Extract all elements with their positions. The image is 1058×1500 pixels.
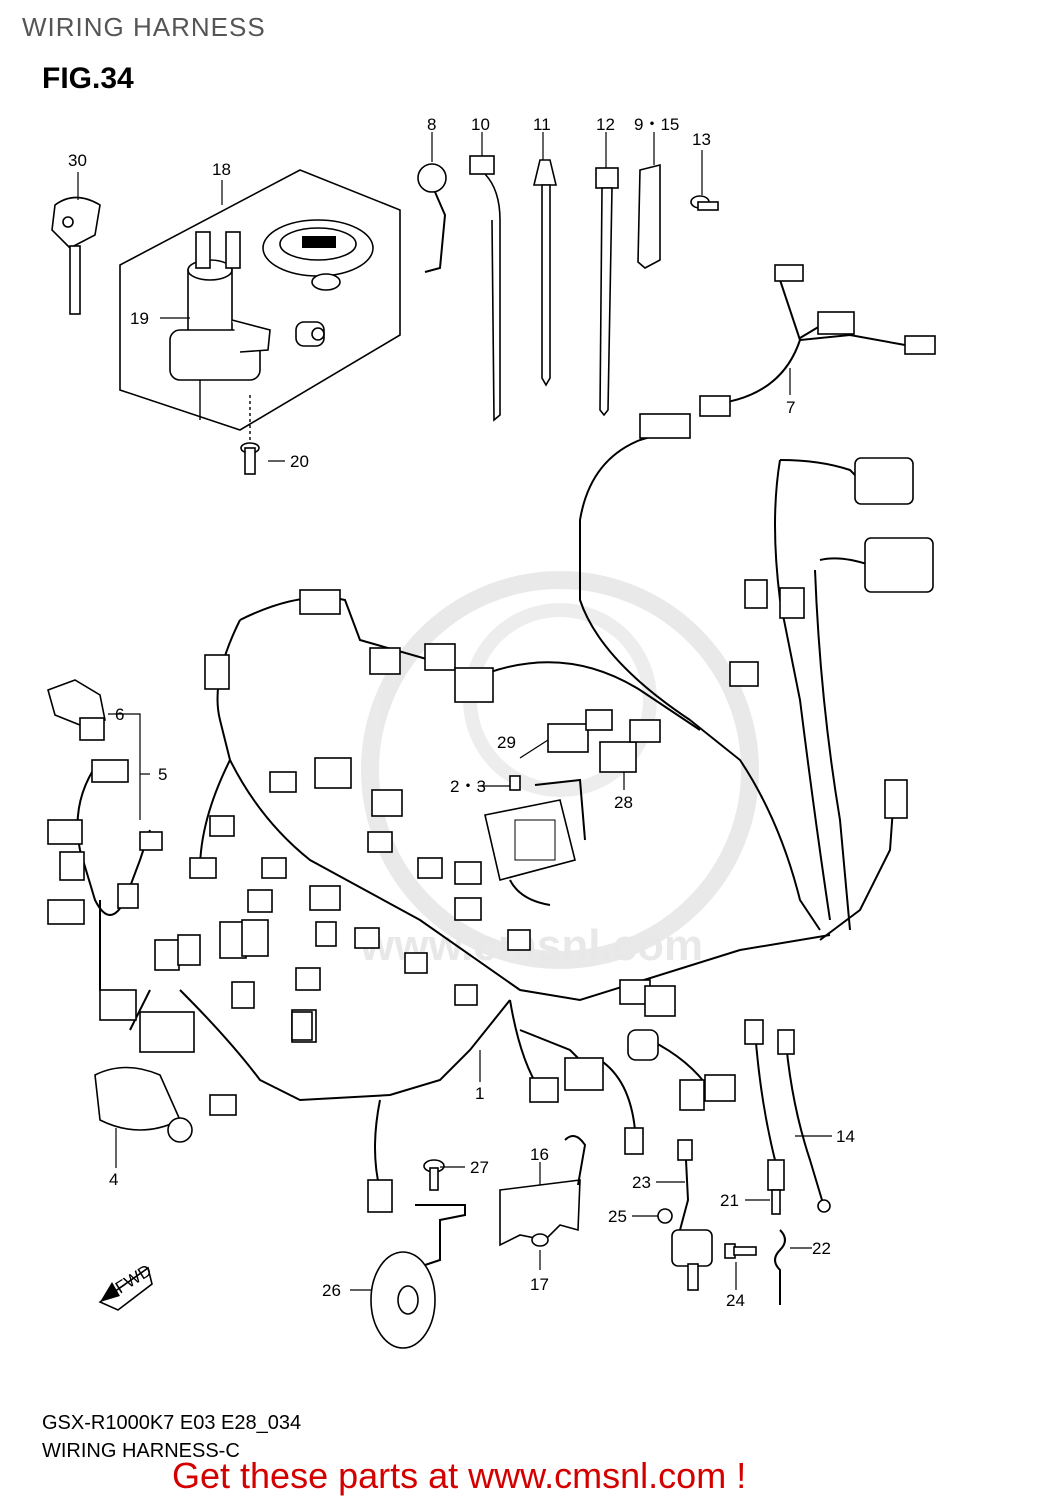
callout-29: 29 — [497, 733, 516, 752]
diagram-name: WIRING HARNESS-C — [42, 1440, 240, 1462]
callout-7: 7 — [786, 398, 795, 417]
sensor-21 — [744, 1019, 785, 1215]
screw-20 — [240, 395, 260, 475]
callout-21: 21 — [720, 1191, 739, 1210]
callout-12: 12 — [596, 115, 615, 134]
connector-29 — [547, 723, 589, 753]
switch-23 — [671, 1139, 713, 1291]
callout-17: 17 — [530, 1275, 549, 1294]
callout-16: 16 — [530, 1145, 549, 1164]
callouts: 30 18 19 20 8 10 11 12 9・15 13 7 6 5 29 … — [68, 115, 855, 1310]
plug-6 — [47, 679, 106, 741]
callout-13: 13 — [692, 130, 711, 149]
callout-18: 18 — [212, 160, 231, 179]
callout-11: 11 — [533, 115, 551, 134]
callout-8: 8 — [427, 115, 436, 134]
bracket-16 — [499, 1135, 587, 1247]
section-title: WIRING HARNESS — [22, 12, 266, 42]
callout-20: 20 — [290, 452, 309, 471]
callout-30: 30 — [68, 151, 87, 170]
ignition-assembly-box — [119, 169, 401, 431]
screw-27 — [423, 1159, 445, 1191]
watermark: www.cmsnl.com — [359, 571, 759, 970]
callout-10: 10 — [471, 115, 490, 134]
callout-5: 5 — [158, 765, 167, 784]
callout-23: 23 — [632, 1173, 651, 1192]
fuse-box — [484, 778, 586, 906]
spring-22 — [774, 1229, 786, 1305]
horn-26 — [370, 1204, 466, 1349]
callout-26: 26 — [322, 1281, 341, 1300]
bolt-24 — [724, 1243, 757, 1259]
figure-label: FIG.34 — [42, 62, 134, 95]
callout-25: 25 — [608, 1207, 627, 1226]
callout-9-15: 9・15 — [634, 115, 679, 134]
callout-22: 22 — [812, 1239, 831, 1258]
connector-28 — [599, 741, 637, 773]
rubber-boot-4 — [94, 1066, 193, 1143]
nut-25 — [657, 1208, 673, 1224]
callout-14: 14 — [836, 1127, 855, 1146]
callout-4: 4 — [109, 1170, 118, 1189]
ignition-key — [51, 196, 101, 315]
callout-24: 24 — [726, 1291, 745, 1310]
top-parts — [417, 155, 719, 422]
leader-lines — [77, 132, 832, 1291]
callout-27: 27 — [470, 1158, 489, 1177]
callout-19: 19 — [130, 309, 149, 328]
callout-2-3: 2・3 — [450, 777, 486, 796]
callout-28: 28 — [614, 793, 633, 812]
fwd-arrow-icon: FWD — [98, 1261, 155, 1311]
callout-1: 1 — [475, 1084, 484, 1103]
main-wiring-harness — [47, 264, 936, 1213]
callout-6: 6 — [115, 705, 124, 724]
model-code: GSX-R1000K7 E03 E28_034 — [42, 1412, 302, 1434]
promo-link[interactable]: Get these parts at www.cmsnl.com ! — [172, 1455, 747, 1496]
lead-wire-14 — [777, 1029, 831, 1213]
